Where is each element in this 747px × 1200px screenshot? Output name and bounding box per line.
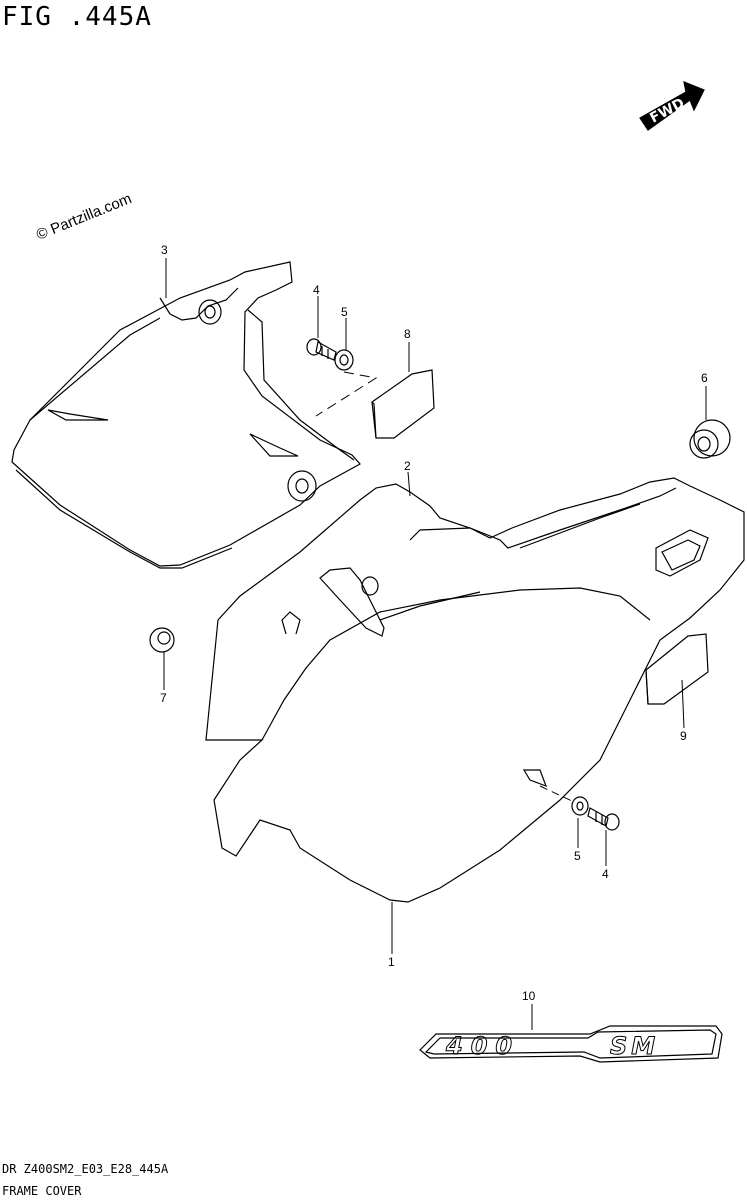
part-3-side-cover: [12, 262, 360, 568]
callout-4-upper: 4: [313, 283, 320, 297]
callout-4-lower: 4: [602, 867, 609, 881]
emblem-badge: SM: [610, 1032, 659, 1060]
part-1-frame-cover: [206, 478, 744, 902]
part-4-bolt-lower: [588, 808, 619, 830]
figure-title: FIG .445A: [2, 2, 152, 32]
emblem-digits: 400: [445, 1032, 520, 1060]
part-5-collar-lower: [572, 797, 588, 815]
callout-2: 2: [404, 459, 411, 473]
callout-3: 3: [161, 243, 168, 257]
callout-10: 10: [522, 989, 536, 1003]
part-7-grommet: [150, 628, 174, 652]
callout-5-upper: 5: [341, 305, 348, 319]
callout-5-lower: 5: [574, 849, 581, 863]
part-5-collar-upper: [335, 350, 353, 370]
drawing-code: DR Z400SM2_E03_E28_445A: [2, 1162, 169, 1176]
part-4-bolt-upper: [307, 339, 336, 360]
callout-6: 6: [701, 371, 708, 385]
part-10-emblem: 400 SM: [420, 1026, 722, 1062]
figure-caption: FRAME COVER: [2, 1184, 82, 1198]
fwd-arrow-icon: [640, 82, 704, 130]
callout-9: 9: [680, 729, 687, 743]
leader-lines: [164, 258, 706, 1030]
part-9-pad: [646, 634, 708, 704]
part-6-grommet: [690, 420, 730, 458]
callout-8: 8: [404, 327, 411, 341]
part-8-pad: [372, 370, 434, 438]
callout-7: 7: [160, 691, 167, 705]
callout-1: 1: [388, 955, 395, 969]
